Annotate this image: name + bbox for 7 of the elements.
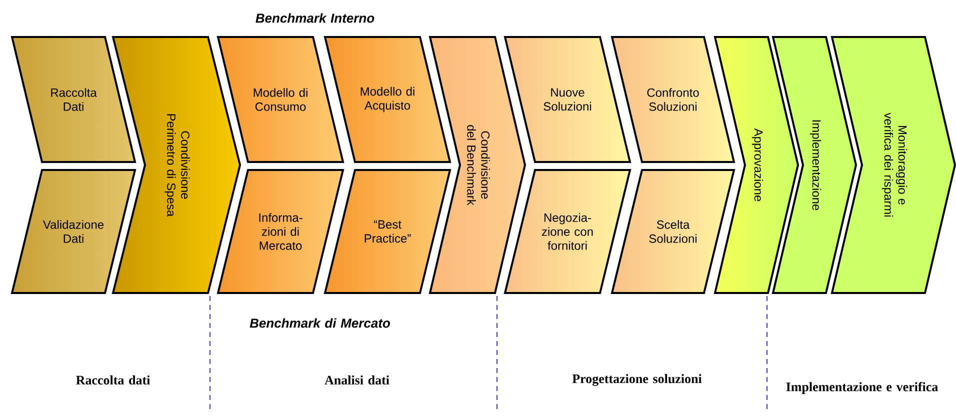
group-label: Benchmark Interno	[256, 13, 374, 23]
chevron-box: Monitoraggio e verifica dei risparmi	[830, 36, 956, 294]
phase-label: Progettazione soluzioni	[572, 374, 702, 386]
phase-label: Analisi dati	[324, 375, 390, 385]
phase-label: Implementazione e verifica	[786, 382, 938, 394]
group-label: Benchmark di Mercato	[250, 318, 390, 328]
phase-label: Raccolta dati	[76, 375, 150, 385]
